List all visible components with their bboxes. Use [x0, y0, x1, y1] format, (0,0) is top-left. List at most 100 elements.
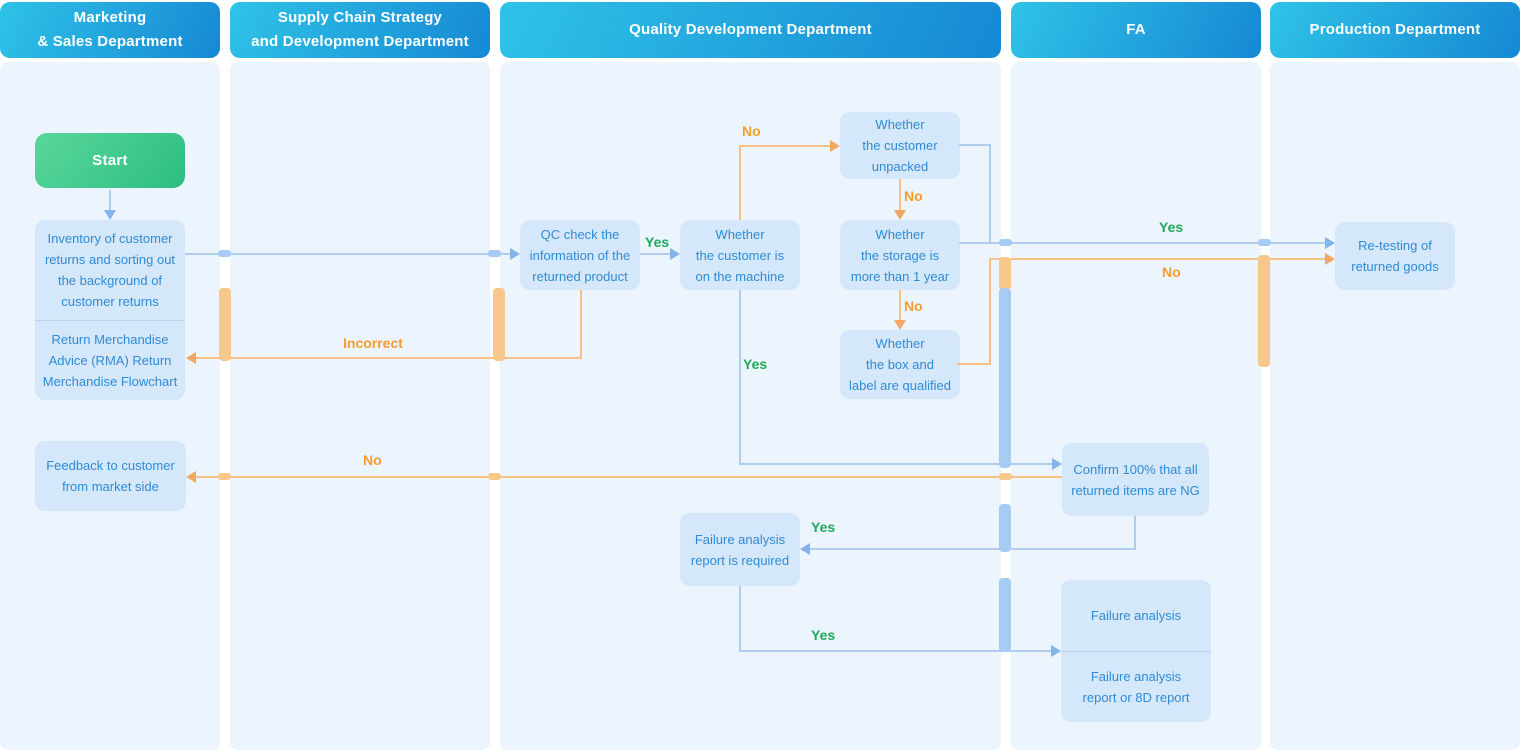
lane-gap-bridge: [488, 250, 501, 257]
node-qc-check: QC check the information of the returned…: [520, 220, 640, 290]
edge-machine-unpacked-line: [739, 145, 741, 220]
edge-confirm-farequired-line: [1134, 516, 1136, 550]
node-label: the background of: [57, 273, 163, 288]
node-label: from market side: [62, 479, 159, 494]
node-label: Whether: [875, 117, 925, 132]
edge-unpacked-storage-line: [899, 179, 901, 212]
node-failure-analysis-group: Failure analysis Failure analysis report…: [1061, 580, 1211, 722]
lane-header-line: Production Department: [1309, 21, 1481, 38]
lane-header-line: Quality Development Department: [629, 21, 872, 38]
edge-boxlabel-retesting-line: [989, 258, 991, 365]
node-failure-analysis: Failure analysis: [1061, 581, 1211, 652]
node-label: Merchandise Flowchart: [42, 373, 178, 389]
edge-unpacked-join-line: [989, 144, 991, 244]
edge-label-incorrect: Incorrect: [343, 335, 403, 351]
edge-machine-unpacked-arrow: [830, 140, 840, 152]
node-inventory-rma-group: Inventory of customer returns and sortin…: [35, 220, 185, 400]
edge-farequired-failure-line: [739, 586, 741, 652]
lane-gap-bridge-bar: [493, 288, 505, 361]
node-label: more than 1 year: [850, 268, 950, 284]
lane-gap-bridge: [218, 473, 231, 480]
edge-storage-retesting-line: [959, 242, 1327, 244]
edge-boxlabel-retesting-line: [989, 258, 1327, 260]
node-retesting: Re-testing of returned goods: [1335, 222, 1455, 290]
node-rma: Return Merchandise Advice (RMA) Return M…: [35, 321, 185, 400]
lane-header-line: and Development Department: [251, 33, 469, 50]
edge-qc-rma-arrow: [186, 352, 196, 364]
lane-body-supply-chain: [230, 62, 490, 750]
edge-qc-rma-line: [194, 357, 582, 359]
lane-header-line: Marketing: [73, 9, 147, 26]
node-label: the customer is: [695, 247, 785, 263]
node-label: Start: [92, 152, 128, 169]
node-label: the box and: [866, 357, 934, 372]
edge-unpacked-join-line: [959, 144, 991, 146]
lane-gap-bridge-bar: [999, 504, 1011, 552]
edge-boxlabel-retesting-line: [957, 363, 991, 365]
lane-header-fa: FA: [1011, 2, 1261, 58]
node-label: the storage is: [860, 247, 940, 263]
node-label: QC check the: [540, 226, 620, 242]
node-label: Return Merchandise: [51, 331, 169, 347]
lane-gap-bridge: [999, 239, 1012, 246]
lane-header-production: Production Department: [1270, 2, 1520, 58]
node-label: Failure analysis: [694, 531, 786, 547]
lane-body-production: [1270, 62, 1520, 750]
edge-storage-retesting-arrow: [1325, 237, 1335, 249]
edge-machine-unpacked-line: [739, 145, 832, 147]
lane-gap-bridge: [488, 473, 501, 480]
lane-gap-bridge-bar: [999, 288, 1011, 468]
node-label: Whether: [875, 226, 925, 242]
node-feedback: Feedback to customer from market side: [35, 441, 186, 511]
edge-inventory-qc-line: [185, 253, 510, 255]
node-label: Feedback to customer: [46, 458, 175, 473]
edge-confirm-feedback-arrow: [186, 471, 196, 483]
edge-label-no: No: [1162, 264, 1181, 280]
node-storage: Whether the storage is more than 1 year: [840, 220, 960, 290]
node-label: information of the: [529, 247, 631, 263]
edge-label-yes: Yes: [1159, 219, 1184, 235]
node-label: Failure analysis: [1090, 608, 1182, 623]
edge-start-inventory-arrow: [104, 210, 116, 220]
lane-gap-bridge-bar: [999, 257, 1011, 290]
edge-inventory-qc-arrow: [510, 248, 520, 260]
node-label: returned items are NG: [1071, 482, 1200, 498]
edge-boxlabel-retesting-arrow: [1325, 253, 1335, 265]
lane-gap-bridge: [218, 250, 231, 257]
edge-label-no: No: [363, 452, 382, 468]
node-label: Confirm 100% that all: [1073, 461, 1198, 477]
node-label: unpacked: [871, 159, 929, 174]
node-label: report is required: [690, 552, 790, 568]
lane-gap-bridge-bar: [219, 288, 231, 361]
edge-farequired-failure-line: [739, 650, 1053, 652]
node-label: returned goods: [1351, 259, 1439, 274]
lane-gap-bridge: [1258, 239, 1271, 246]
edge-machine-confirm-line: [739, 463, 1054, 465]
edge-label-no: No: [904, 188, 923, 204]
edge-label-no: No: [742, 123, 761, 139]
lane-header-quality-development: Quality Development Department: [500, 2, 1001, 58]
edge-confirm-feedback-line: [194, 476, 1062, 478]
edge-label-no: No: [904, 298, 923, 314]
edge-start-inventory-line: [109, 190, 111, 211]
edge-confirm-farequired-arrow: [800, 543, 810, 555]
lane-header-line: FA: [1126, 21, 1146, 38]
node-fa-required: Failure analysis report is required: [680, 513, 800, 586]
edge-unpacked-storage-arrow: [894, 210, 906, 220]
node-label: Inventory of customer: [47, 231, 173, 246]
node-label: Failure analysis: [1090, 668, 1182, 684]
lane-gap-bridge-bar: [1258, 255, 1270, 367]
edge-qc-rma-line: [580, 290, 582, 358]
node-label: Whether: [875, 336, 925, 351]
edge-machine-confirm-arrow: [1052, 458, 1062, 470]
edge-label-yes: Yes: [811, 519, 836, 535]
lane-header-line: Supply Chain Strategy: [277, 9, 443, 26]
node-label: Re-testing of: [1358, 238, 1432, 253]
node-box-label: Whether the box and label are qualified: [840, 330, 960, 399]
edge-storage-boxlabel-line: [899, 290, 901, 321]
lane-gap-bridge: [999, 473, 1012, 480]
edge-label-yes: Yes: [645, 234, 670, 250]
edge-confirm-farequired-line: [806, 548, 1136, 550]
node-label: returned product: [532, 268, 628, 284]
edge-storage-boxlabel-arrow: [894, 320, 906, 330]
